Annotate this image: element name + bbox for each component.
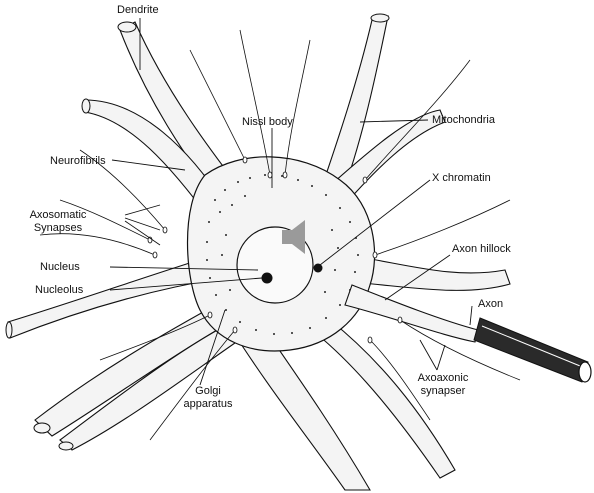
leader-lines <box>109 18 473 386</box>
leader-nucleolus <box>109 277 263 291</box>
synaptic-fibers <box>39 29 521 441</box>
label-nucleolus: Nucleolus <box>35 284 84 296</box>
label-nucleus: Nucleus <box>40 261 80 273</box>
leader-nucleus <box>109 266 259 271</box>
label-axosomatic-synapses: Axosomatic Synapses <box>20 209 96 235</box>
axon-hillock <box>344 284 479 343</box>
leader-axosomatic-a <box>124 204 161 216</box>
label-axon-hillock: Axon hillock <box>452 243 511 255</box>
leader-axoaxonic-b <box>436 344 446 371</box>
leader-axosomatic-c <box>124 220 161 246</box>
label-nissl-body: Nissl body <box>242 116 293 128</box>
leader-axoaxonic-a <box>419 339 438 371</box>
dendrites <box>7 15 511 491</box>
label-axoaxonic-synapser: Axoaxonic synapser <box>405 372 481 398</box>
nucleolus <box>261 272 273 284</box>
nucleus <box>236 226 314 304</box>
label-axosomatic-line1: Axosomatic <box>29 209 87 221</box>
label-golgi-apparatus: Golgi apparatus <box>172 385 244 411</box>
label-neurofibrils: Neurofibrils <box>50 155 106 167</box>
label-golgi-line2: apparatus <box>183 398 233 410</box>
leader-x-chromatin <box>319 179 431 266</box>
leader-golgi <box>199 309 226 386</box>
leader-axon <box>469 305 473 326</box>
dendrite-right <box>344 254 511 291</box>
label-dendrite: Dendrite <box>117 4 159 16</box>
synaptic-boutons <box>147 156 403 344</box>
dendrite-bottom <box>231 324 371 491</box>
dendrite-tips <box>5 13 390 451</box>
label-axoaxonic-line2: synapser <box>420 385 466 397</box>
leader-axosomatic-b <box>124 217 161 231</box>
speaker-icon[interactable] <box>282 220 305 254</box>
label-axoaxonic-line1: Axoaxonic <box>417 372 469 384</box>
label-golgi-line1: Golgi <box>195 385 221 397</box>
axon <box>473 317 592 383</box>
label-mitochondria: Mitochondria <box>432 114 495 126</box>
leader-neurofibrils <box>111 159 186 171</box>
leader-mitochondria <box>359 119 429 123</box>
leader-axon-hillock <box>384 254 451 301</box>
dendrite-lower-right <box>317 319 456 479</box>
label-x-chromatin: X chromatin <box>432 172 491 184</box>
x-chromatin <box>313 263 323 273</box>
label-axosomatic-line2: Synapses <box>33 222 83 234</box>
label-axon: Axon <box>478 298 504 310</box>
